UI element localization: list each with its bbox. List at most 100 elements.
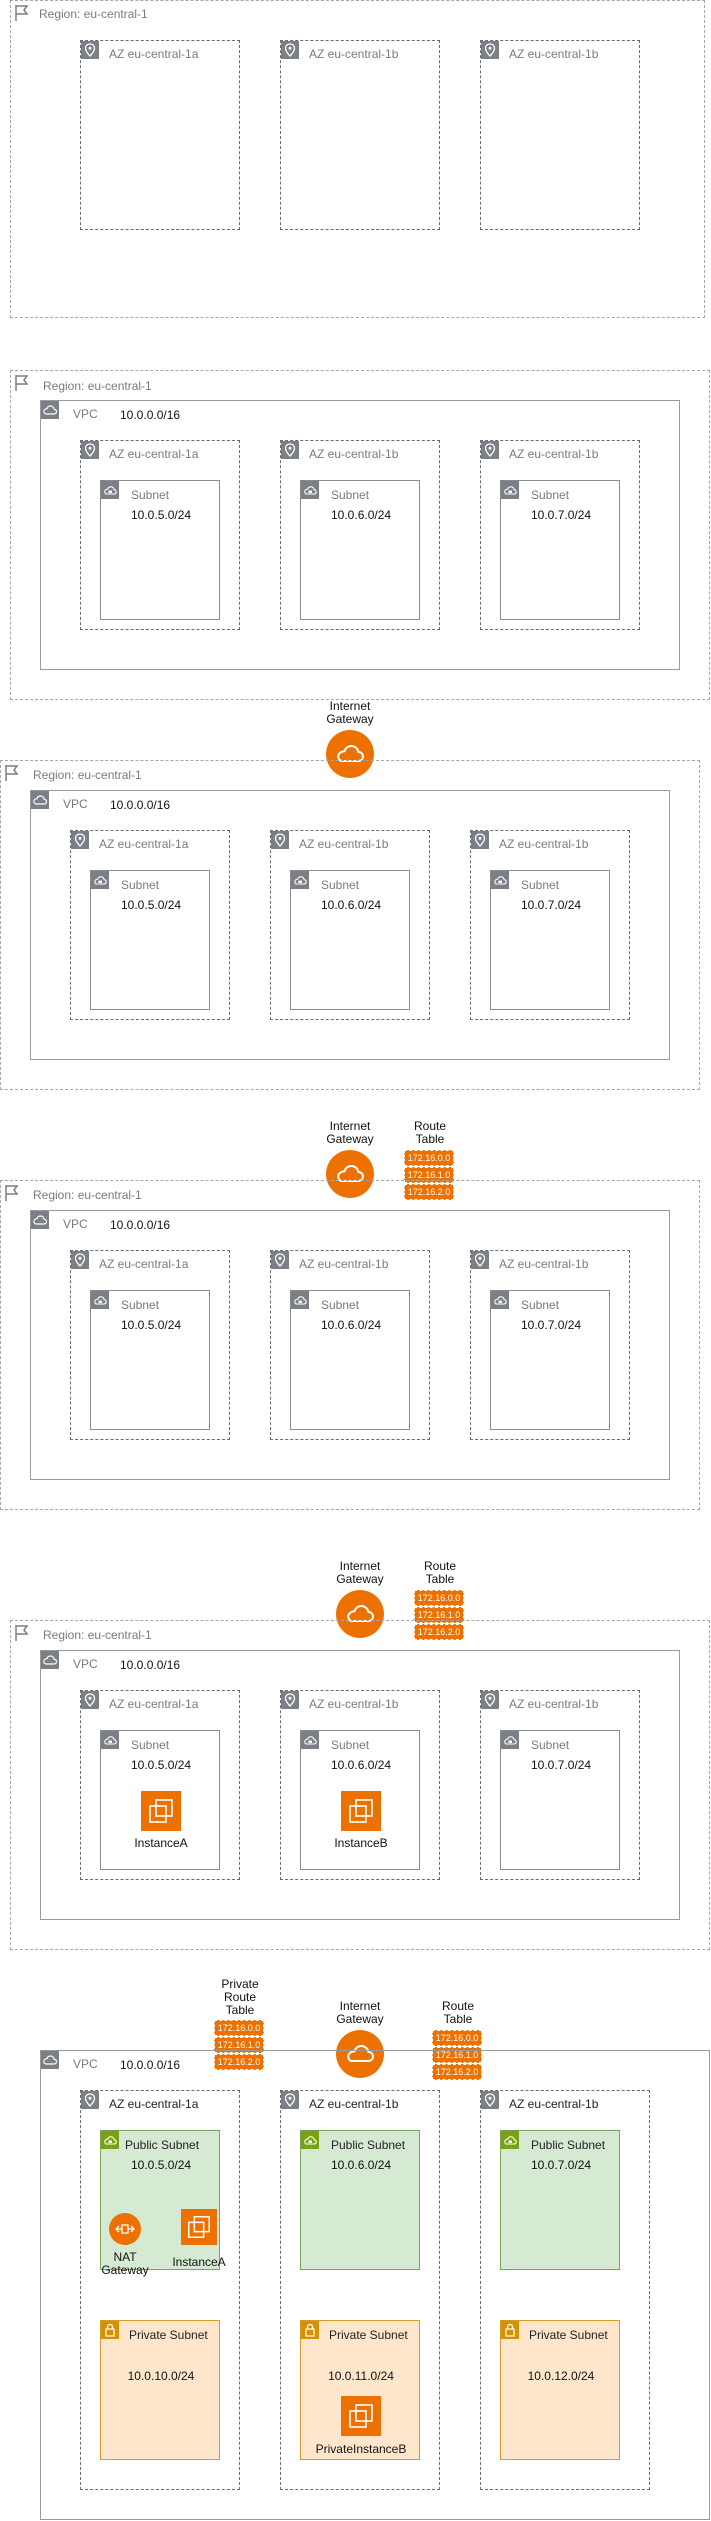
route-table: 172.16.0.0 172.16.1.0 172.16.2.0 <box>404 1150 454 1201</box>
az-location-icon <box>481 2091 499 2109</box>
subnet-cidr: 10.0.5.0/24 <box>121 1318 182 1332</box>
az-location-icon <box>81 2091 99 2109</box>
subnet-2c: Subnet 10.0.7.0/24 <box>500 480 620 620</box>
az-location-icon <box>81 41 99 59</box>
az-group-2c: AZ eu-central-1b <box>480 440 640 630</box>
az-label: AZ eu-central-1b <box>499 837 589 851</box>
region-flag-icon <box>1 1181 23 1205</box>
az-group-5c: AZ eu-central-1b <box>480 1690 640 1880</box>
subnet-2b: Subnet 10.0.6.0/24 <box>300 480 420 620</box>
vpc-cidr: 10.0.0.0/16 <box>110 1218 171 1232</box>
region-label: Region: eu-central-1 <box>43 379 152 393</box>
ec2-instance-icon <box>141 1791 181 1831</box>
route-table-entry: 172.16.1.0 <box>432 2047 482 2063</box>
subnet-cidr: 10.0.12.0/24 <box>527 2369 595 2383</box>
region-flag-icon <box>11 1 33 25</box>
az-location-icon <box>481 41 499 59</box>
az-group-4a: AZ eu-central-1a <box>70 1250 230 1440</box>
az-location-icon <box>81 441 99 459</box>
subnet-cidr: 10.0.10.0/24 <box>127 2369 195 2383</box>
ec2-instance-icon <box>341 1791 381 1831</box>
public-subnet-label: Public Subnet <box>531 2138 606 2152</box>
region-flag-icon <box>1 761 23 785</box>
private-subnet-label: Private Subnet <box>329 2328 408 2342</box>
az-label: AZ eu-central-1b <box>299 837 389 851</box>
az-label: AZ eu-central-1b <box>509 2097 599 2111</box>
az-group-6c: AZ eu-central-1b <box>480 2090 650 2490</box>
subnet-cidr: 10.0.7.0/24 <box>531 2158 592 2172</box>
instance-label: InstanceA <box>134 1836 188 1850</box>
subnet-cidr: 10.0.6.0/24 <box>321 1318 382 1332</box>
az-label: AZ eu-central-1a <box>99 1257 189 1271</box>
public-subnet-6b: Public Subnet 10.0.6.0/24 <box>300 2130 420 2270</box>
vpc-group-5: VPC 10.0.0.0/16 <box>40 1650 680 1920</box>
az-group-1c: AZ eu-central-1b <box>480 40 640 230</box>
az-group-6a: AZ eu-central-1a <box>80 2090 240 2490</box>
subnet-cidr: 10.0.7.0/24 <box>531 1758 592 1772</box>
route-table-entry: 172.16.2.0 <box>432 2064 482 2080</box>
vpc-group-6: VPC 10.0.0.0/16 <box>40 2050 710 2520</box>
subnet-icon <box>101 1731 119 1749</box>
route-table-entry: 172.16.2.0 <box>414 1624 464 1640</box>
az-label: AZ eu-central-1a <box>109 1697 199 1711</box>
route-table-entry: 172.16.0.0 <box>214 2020 264 2036</box>
route-table-entry: 172.16.1.0 <box>404 1167 454 1183</box>
subnet-cidr: 10.0.7.0/24 <box>521 1318 582 1332</box>
route-table-caption: Route Table <box>413 1119 447 1146</box>
subnet-icon <box>501 481 519 499</box>
public-subnet-6c: Public Subnet 10.0.7.0/24 <box>500 2130 620 2270</box>
az-group-1b: AZ eu-central-1b <box>280 40 440 230</box>
subnet-label: Subnet <box>121 1298 160 1312</box>
subnet-label: Subnet <box>121 878 160 892</box>
route-table-entry: 172.16.0.0 <box>432 2030 482 2046</box>
route-table-entry: 172.16.1.0 <box>414 1607 464 1623</box>
az-label: AZ eu-central-1b <box>309 47 399 61</box>
subnet-icon <box>301 481 319 499</box>
subnet-5b: Subnet 10.0.6.0/24 InstanceB <box>300 1730 420 1870</box>
az-location-icon <box>281 1691 299 1709</box>
vpc-cidr: 10.0.0.0/16 <box>110 798 171 812</box>
public-subnet-icon <box>301 2131 319 2149</box>
vpc-label: VPC <box>63 797 88 811</box>
igw-caption: Internet Gateway <box>326 1119 374 1146</box>
igw-caption: Internet Gateway <box>336 1999 384 2026</box>
instance-label: PrivateInstanceB <box>315 2442 407 2456</box>
subnet-label: Subnet <box>331 1738 370 1752</box>
public-subnet-icon <box>501 2131 519 2149</box>
region-label: Region: eu-central-1 <box>39 7 148 21</box>
igw-caption: Internet Gateway <box>336 1559 384 1586</box>
az-group-3a: AZ eu-central-1a <box>70 830 230 1020</box>
private-subnet-icon <box>301 2321 319 2339</box>
subnet-4b: Subnet 10.0.6.0/24 <box>290 1290 410 1430</box>
nat-gateway-icon <box>109 2213 141 2245</box>
subnet-label: Subnet <box>531 488 570 502</box>
az-label: AZ eu-central-1a <box>109 2097 199 2111</box>
private-subnet-icon <box>501 2321 519 2339</box>
vpc-group-4: VPC 10.0.0.0/16 <box>30 1210 670 1480</box>
vpc-cloud-icon <box>31 1211 49 1229</box>
vpc-cidr: 10.0.0.0/16 <box>120 1658 181 1672</box>
subnet-label: Subnet <box>131 1738 170 1752</box>
route-table-caption: Route Table <box>423 1559 457 1586</box>
subnet-label: Subnet <box>131 488 170 502</box>
public-subnet-label: Public Subnet <box>125 2138 200 2152</box>
az-label: AZ eu-central-1b <box>509 447 599 461</box>
nat-gateway-label: NAT Gateway <box>101 2250 149 2277</box>
az-group-4b: AZ eu-central-1b <box>270 1250 430 1440</box>
az-location-icon <box>471 831 489 849</box>
vpc-group-3: VPC 10.0.0.0/16 <box>30 790 670 1060</box>
az-location-icon <box>71 831 89 849</box>
az-group-5b: AZ eu-central-1b <box>280 1690 440 1880</box>
subnet-icon <box>491 871 509 889</box>
subnet-cidr: 10.0.7.0/24 <box>531 508 592 522</box>
internet-gateway-icon <box>326 1150 374 1198</box>
subnet-5a: Subnet 10.0.5.0/24 InstanceA <box>100 1730 220 1870</box>
subnet-icon <box>91 871 109 889</box>
route-table-entry: 172.16.0.0 <box>404 1150 454 1166</box>
subnet-icon <box>101 481 119 499</box>
internet-gateway-icon <box>336 2030 384 2078</box>
private-subnet-6b: Private Subnet 10.0.11.0/24 PrivateInsta… <box>300 2320 420 2460</box>
subnet-3c: Subnet 10.0.7.0/24 <box>490 870 610 1010</box>
subnet-cidr: 10.0.6.0/24 <box>331 2158 392 2172</box>
az-location-icon <box>481 441 499 459</box>
